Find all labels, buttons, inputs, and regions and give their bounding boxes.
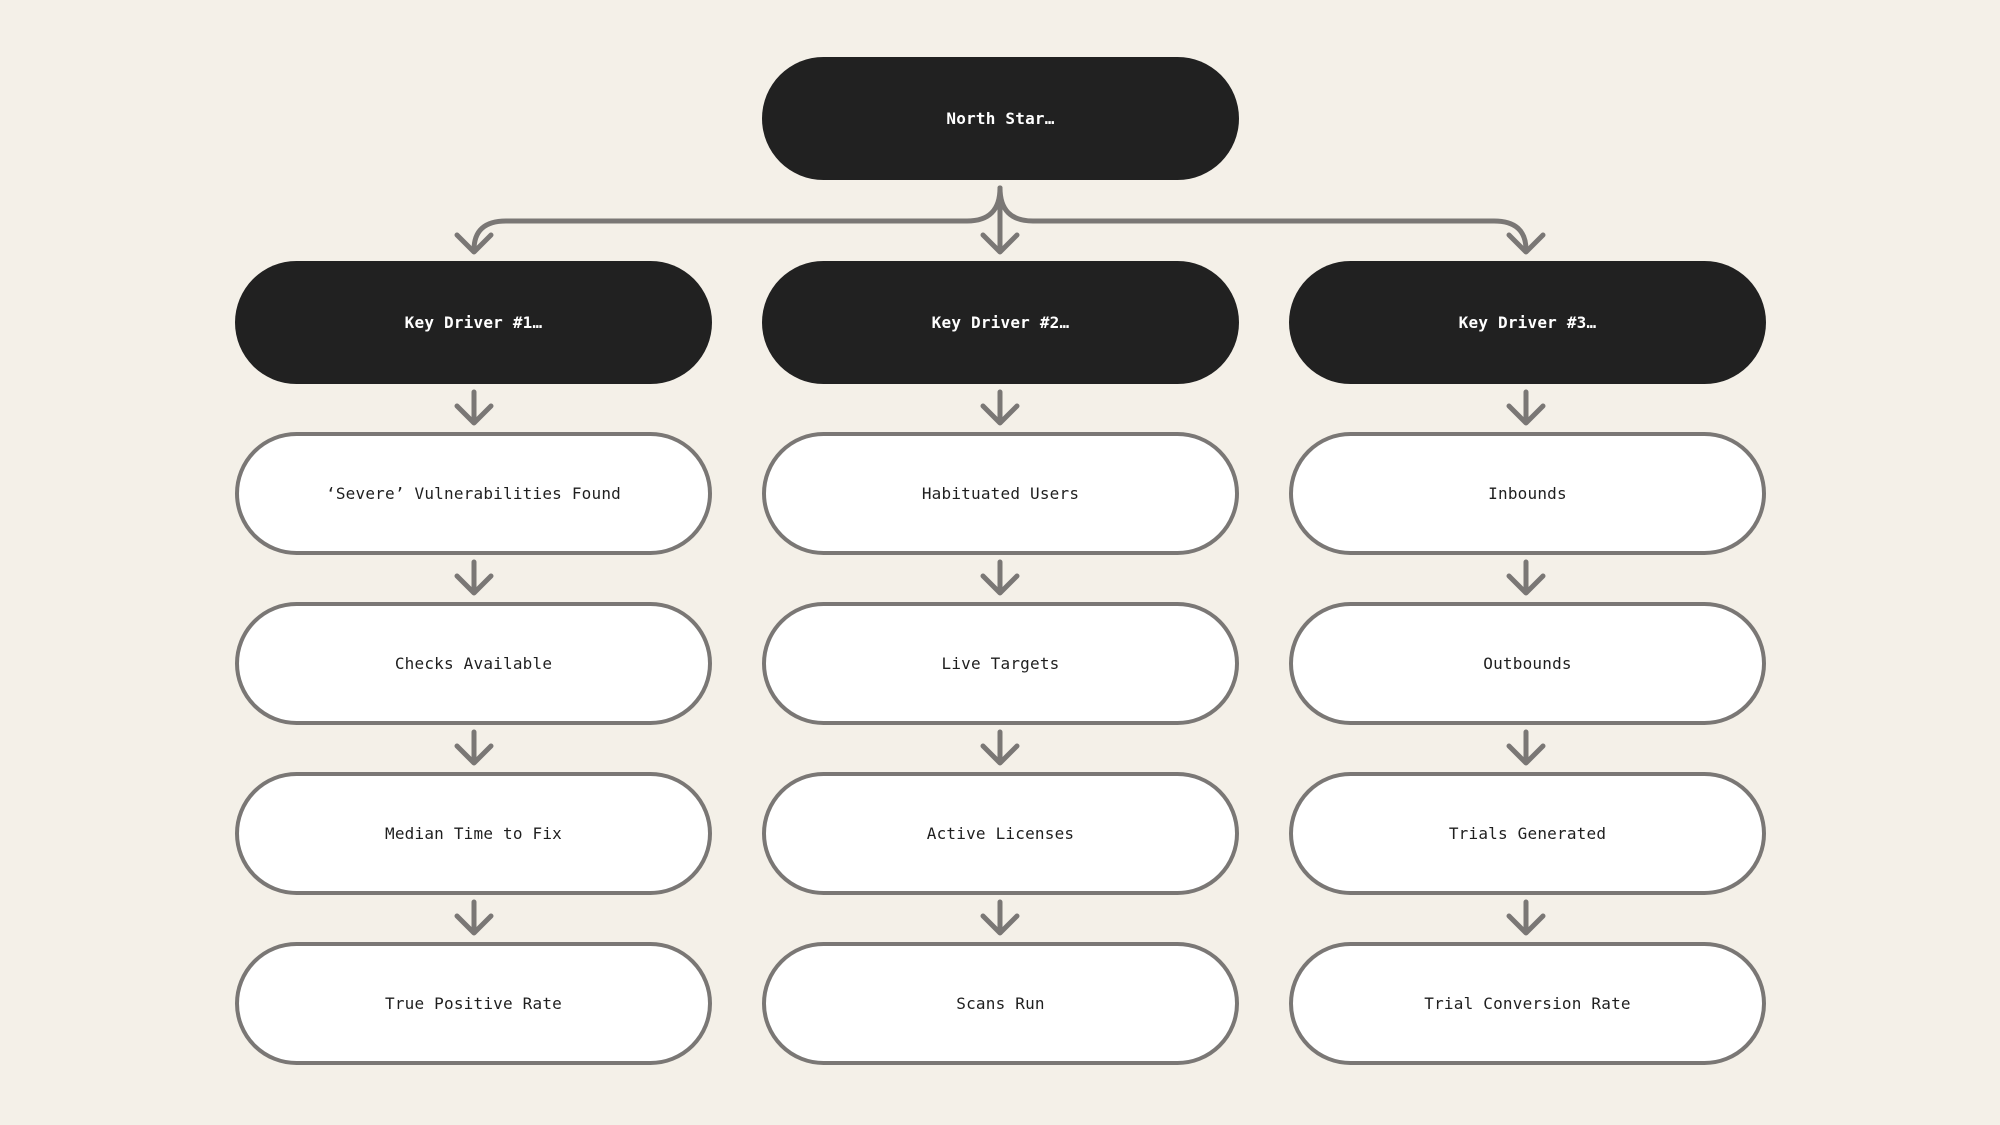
down-arrow xyxy=(1506,899,1546,936)
metric-label: True Positive Rate xyxy=(385,994,562,1013)
metric-label: Inbounds xyxy=(1488,484,1567,503)
down-arrow xyxy=(980,899,1020,936)
metric-node[interactable]: Trial Conversion Rate xyxy=(1289,942,1766,1065)
down-arrow xyxy=(980,559,1020,596)
metric-node[interactable]: Median Time to Fix xyxy=(235,772,712,895)
down-arrow xyxy=(454,899,494,936)
branch-connector-right xyxy=(997,185,1529,253)
metric-node[interactable]: Scans Run xyxy=(762,942,1239,1065)
metric-node[interactable]: Habituated Users xyxy=(762,432,1239,555)
metric-label: Median Time to Fix xyxy=(385,824,562,843)
metric-label: Live Targets xyxy=(941,654,1060,673)
metric-label: Active Licenses xyxy=(926,824,1075,843)
down-arrow xyxy=(1506,559,1546,596)
column-3-arrows xyxy=(1506,389,1546,936)
key-driver-label: Key Driver #2… xyxy=(931,313,1070,332)
metric-label: Habituated Users xyxy=(921,484,1080,503)
down-arrow xyxy=(454,729,494,766)
metric-node[interactable]: Checks Available xyxy=(235,602,712,725)
metric-label: Trials Generated xyxy=(1448,824,1607,843)
down-arrow xyxy=(980,729,1020,766)
key-driver-3-node[interactable]: Key Driver #3… xyxy=(1289,261,1766,384)
metric-node[interactable]: ‘Severe’ Vulnerabilities Found xyxy=(235,432,712,555)
down-arrow xyxy=(454,389,494,426)
metric-label: Scans Run xyxy=(956,994,1045,1013)
key-driver-1-node[interactable]: Key Driver #1… xyxy=(235,261,712,384)
down-arrow xyxy=(454,559,494,596)
key-driver-2-node[interactable]: Key Driver #2… xyxy=(762,261,1239,384)
arrowhead-center xyxy=(980,232,1020,255)
metric-label: ‘Severe’ Vulnerabilities Found xyxy=(326,484,621,503)
metric-label: Trial Conversion Rate xyxy=(1424,994,1631,1013)
metric-node[interactable]: Live Targets xyxy=(762,602,1239,725)
down-arrow xyxy=(1506,389,1546,426)
arrowhead-right xyxy=(1506,232,1546,255)
metric-node[interactable]: Outbounds xyxy=(1289,602,1766,725)
metric-label: Outbounds xyxy=(1483,654,1572,673)
north-star-label: North Star… xyxy=(946,109,1055,128)
branch-connector-left xyxy=(471,185,1003,253)
metric-label: Checks Available xyxy=(394,654,553,673)
metric-node[interactable]: Inbounds xyxy=(1289,432,1766,555)
metric-node[interactable]: True Positive Rate xyxy=(235,942,712,1065)
key-driver-label: Key Driver #3… xyxy=(1458,313,1597,332)
column-1-arrows xyxy=(454,389,494,936)
down-arrow xyxy=(1506,729,1546,766)
column-2-arrows xyxy=(980,389,1020,936)
key-driver-label: Key Driver #1… xyxy=(404,313,543,332)
metric-node[interactable]: Trials Generated xyxy=(1289,772,1766,895)
metric-node[interactable]: Active Licenses xyxy=(762,772,1239,895)
north-star-node[interactable]: North Star… xyxy=(762,57,1239,180)
down-arrow xyxy=(980,389,1020,426)
arrowhead-left xyxy=(454,232,494,255)
